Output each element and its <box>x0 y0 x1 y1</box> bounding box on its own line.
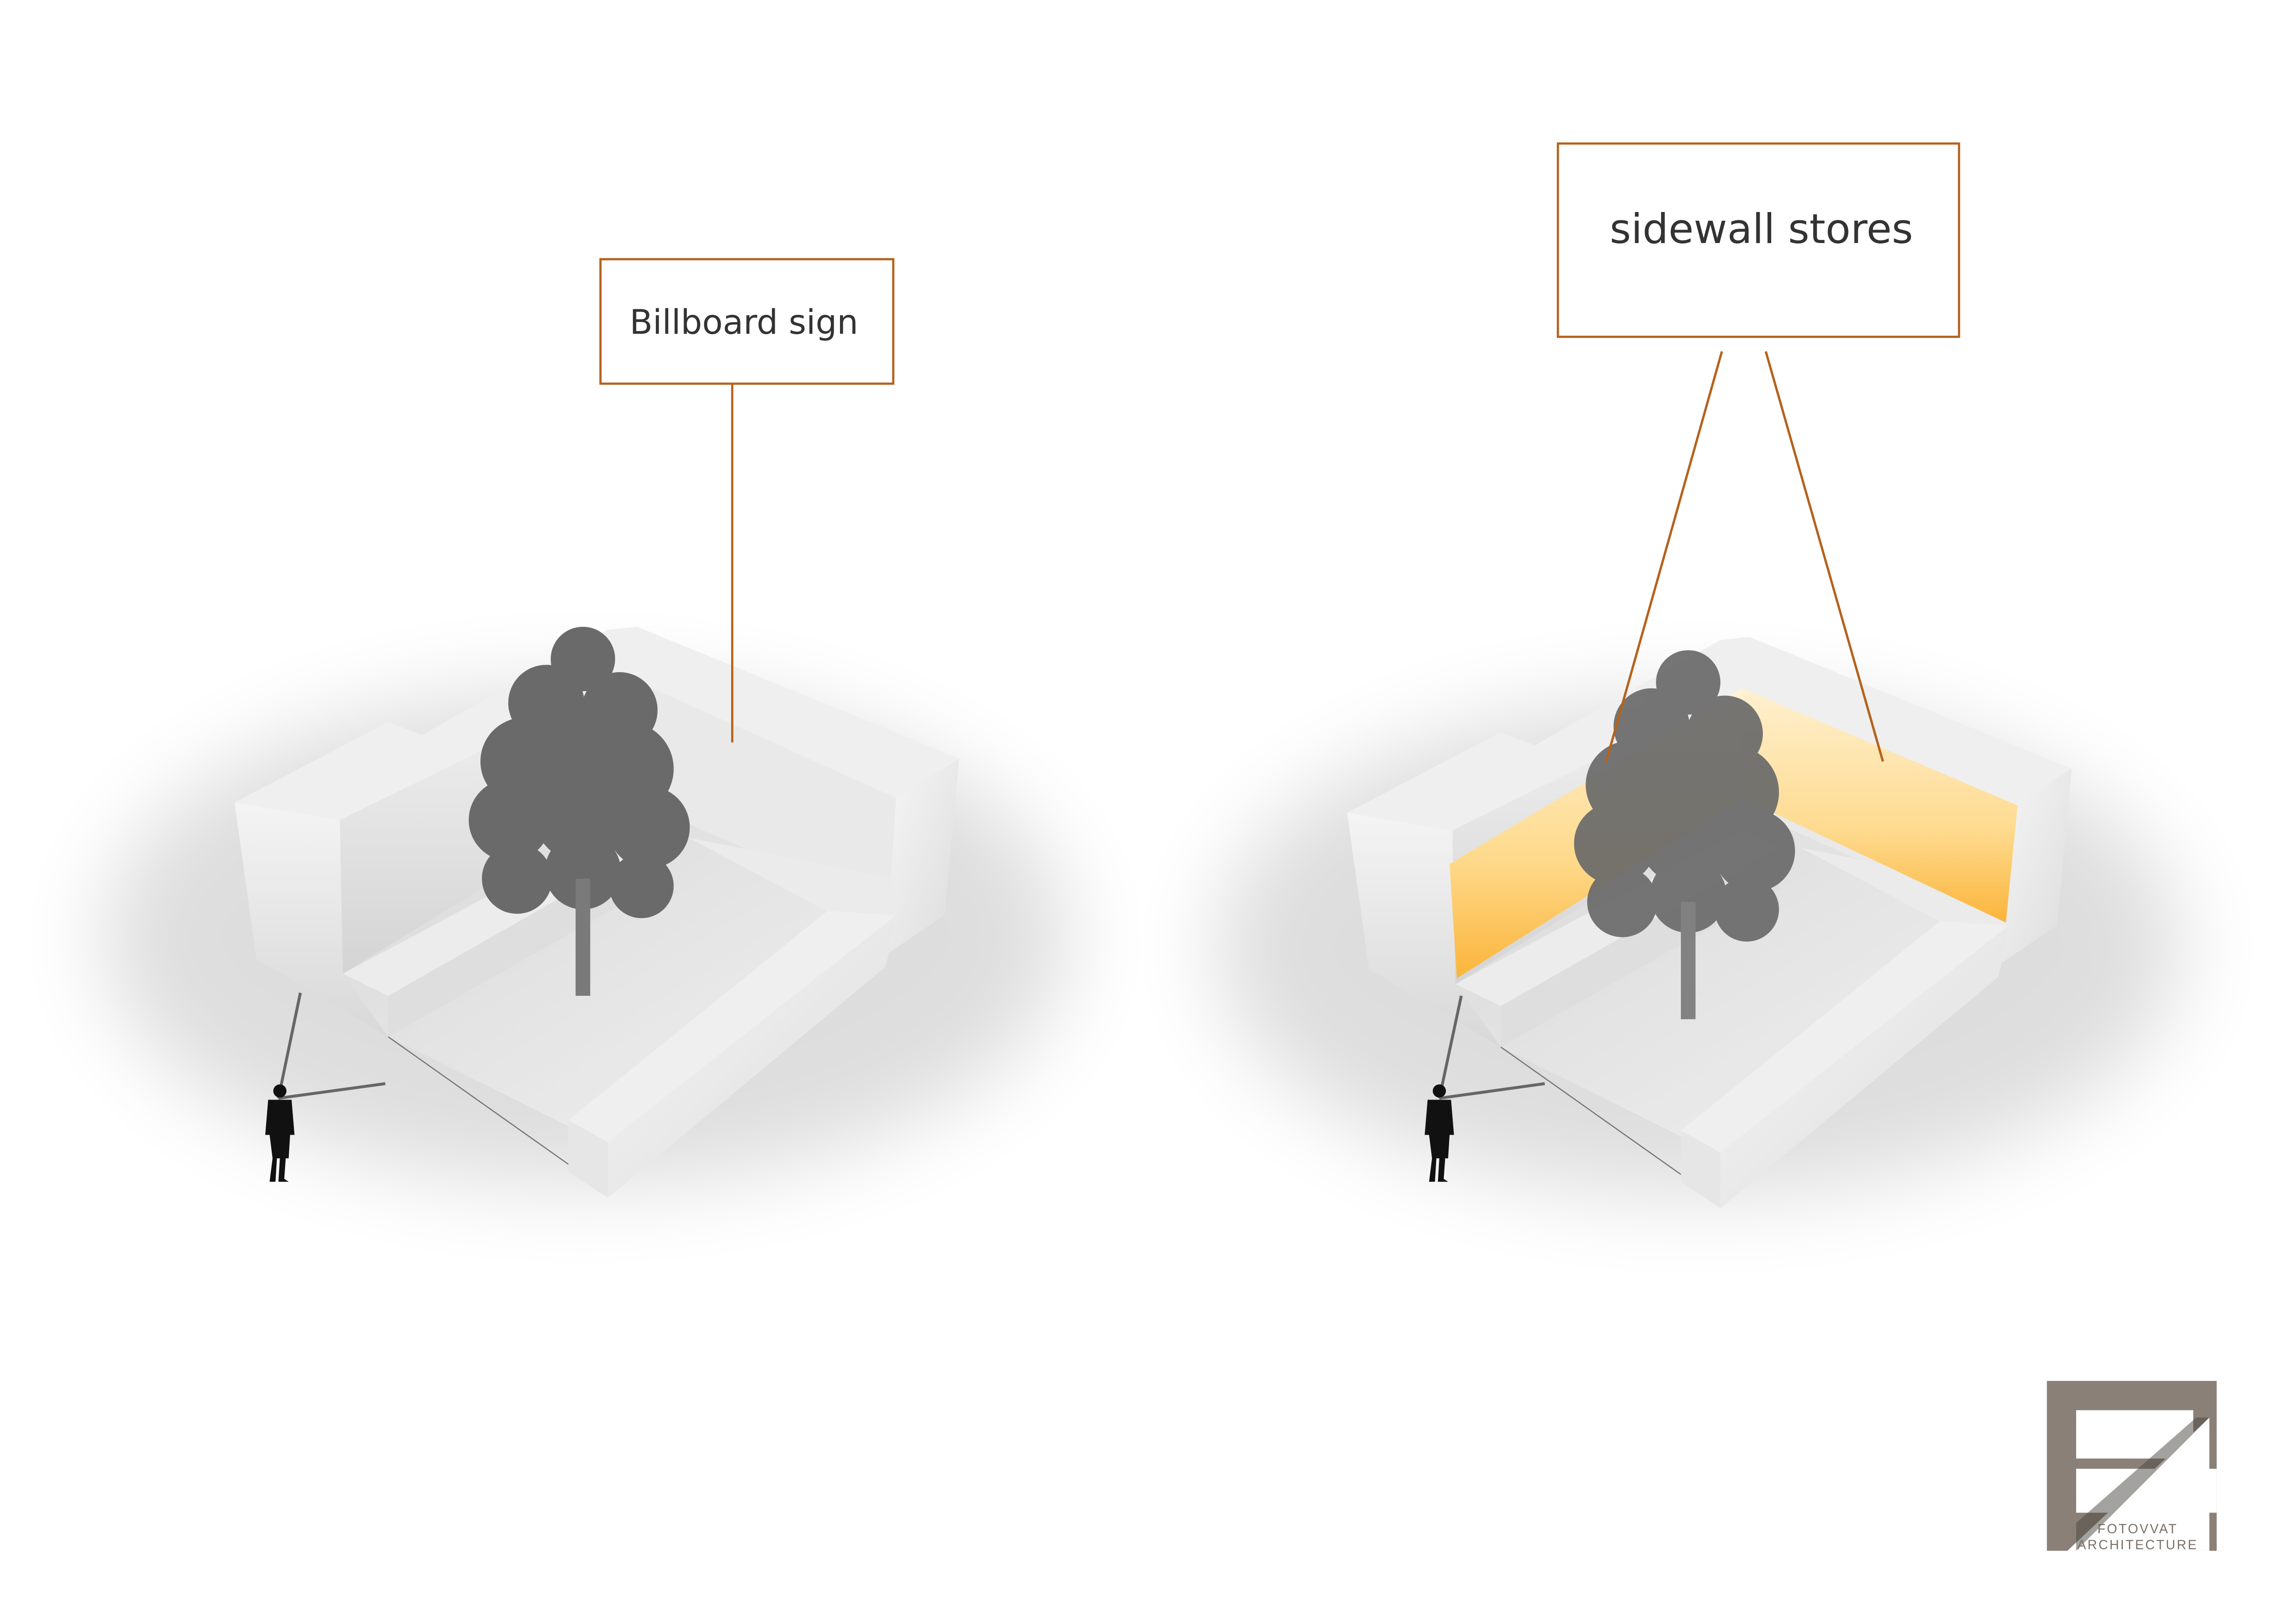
sight-line <box>1439 1082 1545 1100</box>
sight-line <box>278 1082 386 1100</box>
glowing-sidewall-right <box>1742 688 2018 923</box>
callout-leader-line <box>1764 351 1884 762</box>
callout-label: sidewall stores <box>1610 205 1913 253</box>
fotovvat-logo: FOTOVVAT ARCHITECTURE <box>2047 1380 2217 1553</box>
sidewall-diagram: sidewall stores <box>1215 142 2182 1208</box>
billboard-diagram: Billboard sign <box>103 258 1069 1198</box>
logo-line2: ARCHITECTURE <box>2077 1538 2198 1553</box>
callout-leader-line <box>1605 351 1723 762</box>
callout-box <box>1556 142 1960 338</box>
sight-line <box>277 993 302 1099</box>
callout-label: Billboard sign <box>629 303 858 342</box>
callout-box <box>599 258 895 385</box>
logo-line1: FOTOVVAT <box>2097 1522 2178 1537</box>
sight-line <box>1437 995 1463 1099</box>
